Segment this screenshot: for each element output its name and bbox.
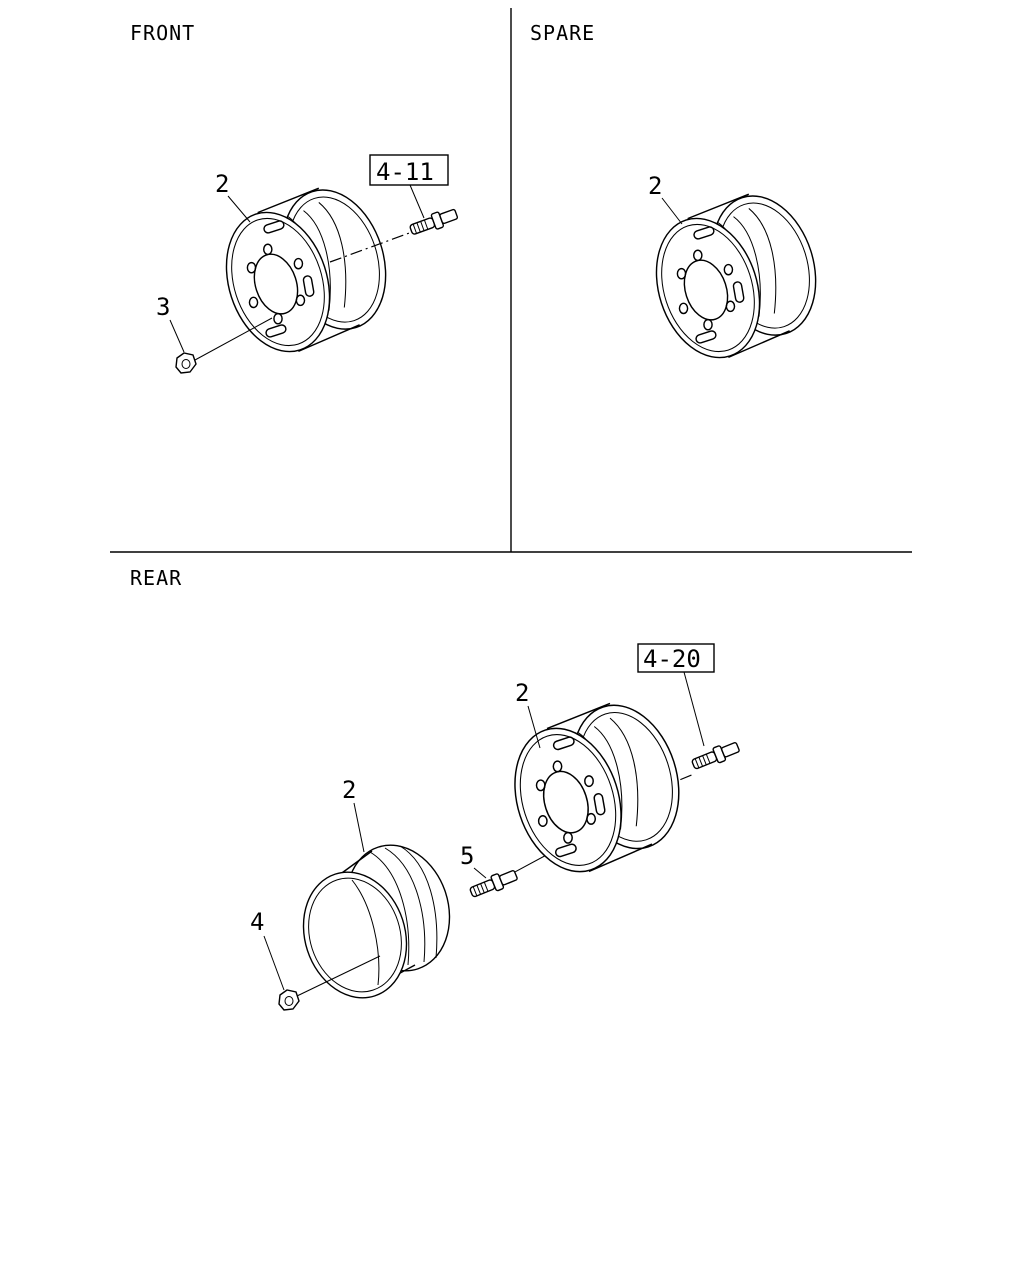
rear-callout-inner-wheel: 2 xyxy=(342,776,356,804)
front-ref-label: 4-11 xyxy=(376,158,434,186)
rear-callout-nut-leader xyxy=(263,935,285,991)
spare-wheel xyxy=(638,181,834,372)
rear-callout-inner-wheel-leader xyxy=(353,802,365,853)
front-section: FRONT 4-11 2 3 xyxy=(130,21,460,374)
rear-inner-wheel xyxy=(302,844,451,999)
rear-callout-nut: 4 xyxy=(250,908,264,936)
front-callout-nut-leader xyxy=(169,319,185,353)
front-nut-axis xyxy=(194,317,273,361)
rear-nut-axis xyxy=(296,955,381,997)
rear-callout-bolt: 5 xyxy=(460,842,474,870)
spare-section: SPARE 2 xyxy=(530,21,834,372)
rear-callout-outer-wheel-leader xyxy=(527,705,541,749)
rear-nut xyxy=(278,989,300,1011)
front-ref-leader xyxy=(409,184,425,219)
rear-bolt xyxy=(467,866,520,901)
front-callout-wheel-leader xyxy=(227,195,251,223)
front-callout-wheel: 2 xyxy=(215,170,229,198)
front-stud-axis xyxy=(329,231,413,263)
rear-title: REAR xyxy=(130,566,182,590)
rear-upper-stud xyxy=(689,738,742,773)
rear-ref-box xyxy=(637,643,715,673)
front-callout-nut: 3 xyxy=(156,293,170,321)
front-nut xyxy=(175,352,197,374)
spare-callout-wheel-leader xyxy=(661,197,683,225)
front-ref-box xyxy=(369,154,449,186)
rear-callout-bolt-leader xyxy=(473,867,487,879)
rear-callout-outer-wheel: 2 xyxy=(515,679,529,707)
front-title: FRONT xyxy=(130,21,195,45)
rear-outer-wheel xyxy=(496,690,698,887)
spare-title: SPARE xyxy=(530,21,595,45)
rear-ref-leader xyxy=(683,671,705,747)
rear-section: REAR 4-20 2 2 xyxy=(130,566,742,1011)
rear-ref-label: 4-20 xyxy=(643,645,701,673)
front-stud xyxy=(407,205,460,239)
spare-callout-wheel: 2 xyxy=(648,172,662,200)
